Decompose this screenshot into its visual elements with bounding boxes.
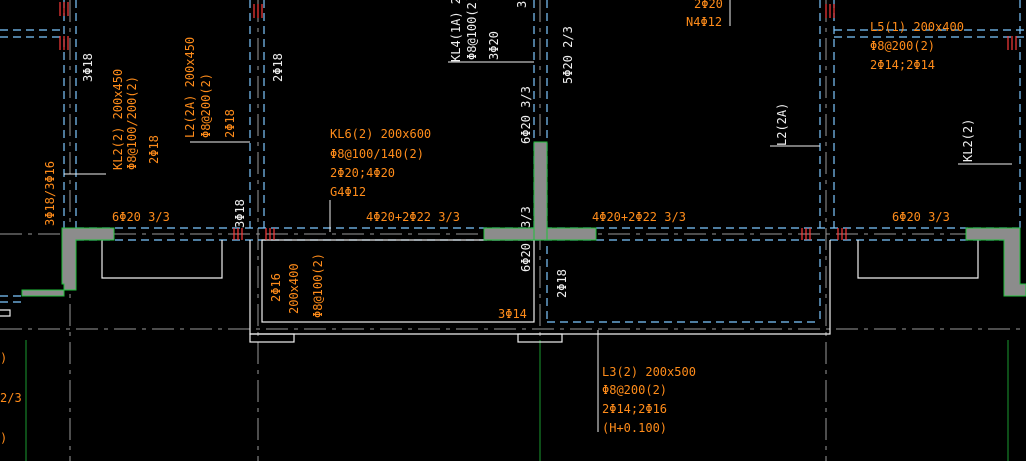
kl2-left-line1: KL2(2) 200x450 [111,69,125,170]
kl4-line2: Φ8@100(2) [465,0,479,60]
l2-2a-right-label: L2(2A) [775,103,789,146]
kl6-line4: G4Φ12 [330,185,366,199]
col3-low-label: 3/3 [519,206,533,228]
green-gridlines [25,340,1009,461]
wall-outlines [0,239,979,343]
l5-line3: 2Φ14;2Φ14 [870,58,935,72]
l3-line3: 2Φ14;2Φ16 [602,402,667,416]
bottom-3-label: 3Φ14 [498,307,527,321]
col3-top-label: 5Φ20 2/3 [561,26,575,84]
right-2-label: 2Φ18 [555,269,569,298]
top-mid-line1: 2Φ20 [694,0,723,11]
beam-left-line2: 200x400 [287,263,301,314]
edge-label-3: ) [0,431,7,445]
col1-top-label: 3Φ18 [81,53,95,82]
l3-line2: Φ8@200(2) [602,383,667,397]
l5-line2: Φ8@200(2) [870,39,935,53]
edge-label-2: 2/3 [0,391,22,405]
col2-mid-label: 3Φ18 [233,199,247,228]
mid-left-4-label: 4Φ20+2Φ22 3/3 [366,210,460,224]
top-left-6-label: 6Φ20 3/3 [112,210,170,224]
l2-2a-left-line1: L2(2A) 200x450 [183,37,197,138]
kl4-line1: KL4(1A) 200x [449,0,463,62]
col3-mid-label: 6Φ20 3/3 [519,86,533,144]
l3-line4: (H+0.100) [602,421,667,435]
edge-label-1: ) [0,351,7,365]
kl4-edge: 3 [515,1,529,8]
kl6-line1: KL6(2) 200x600 [330,127,431,141]
top-mid-line2: N4Φ12 [686,15,722,29]
mid-right-4-label: 4Φ20+2Φ22 3/3 [592,210,686,224]
col3-bot-label: 6Φ20 [519,243,533,272]
l2-2a-left-line3: 2Φ18 [223,109,237,138]
kl4-line3: 3Φ20 [487,31,501,60]
stirrup-ticks [59,2,1017,240]
kl6-line2: Φ8@100/140(2) [330,147,424,161]
col1-side-label: 3Φ18/3Φ16 [43,161,57,226]
leader-lines [64,0,1012,432]
kl2-left-line3: 2Φ18 [147,135,161,164]
kl2-left-line2: Φ8@100/200(2) [125,76,139,170]
l2-2a-left-line2: Φ8@200(2) [199,73,213,138]
kl2-right-label: KL2(2) [961,119,975,162]
column-zones [21,141,1026,297]
beam-left-line3: Φ8@100(2) [311,253,325,318]
kl6-line3: 2Φ20;4Φ20 [330,166,395,180]
beam-left-line1: 2Φ16 [269,273,283,302]
l3-line1: L3(2) 200x500 [602,365,696,379]
col2-top-label: 2Φ18 [271,53,285,82]
top-right-6-label: 6Φ20 3/3 [892,210,950,224]
l5-line1: L5(1) 200x400 [870,20,964,34]
